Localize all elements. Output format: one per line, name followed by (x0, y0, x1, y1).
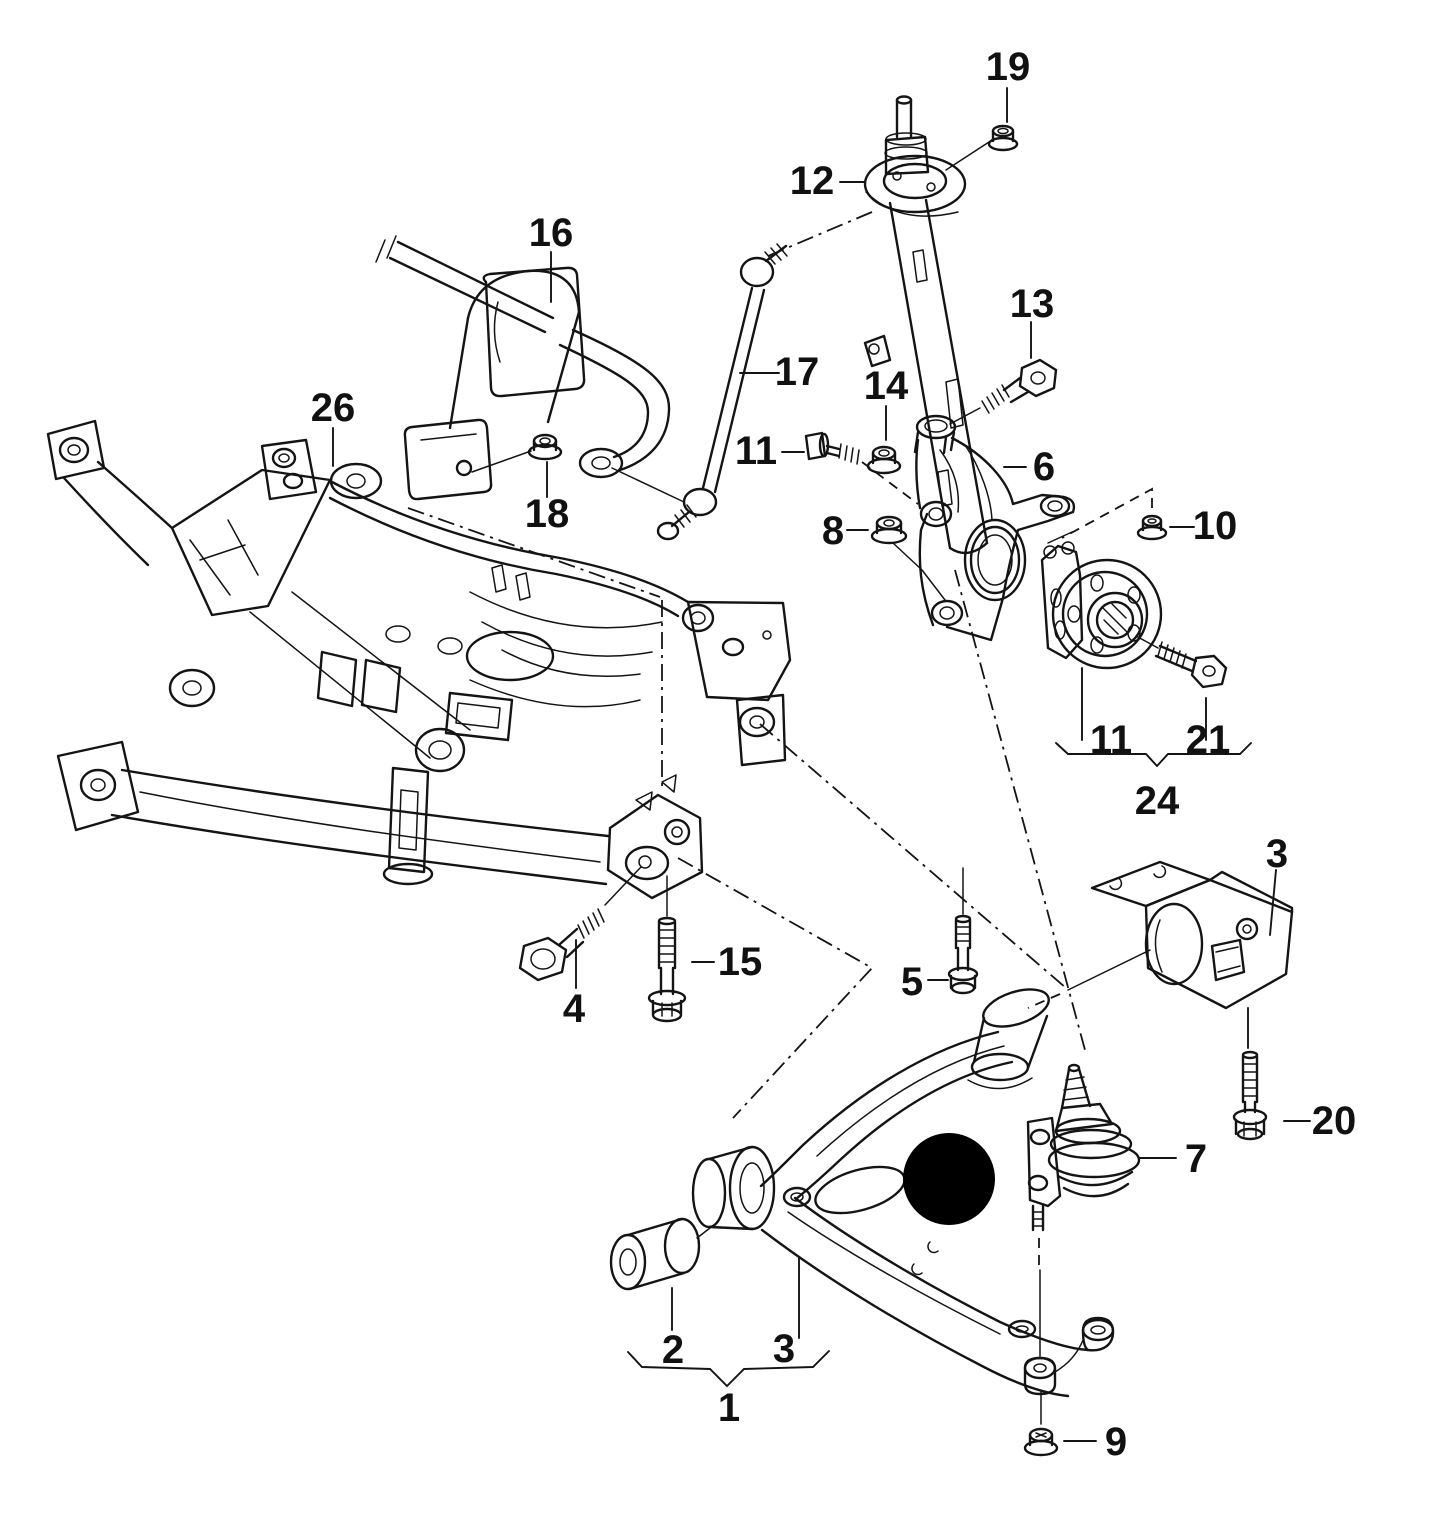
subframe-bolt-15 (647, 875, 687, 1023)
callout-c26: 26 (311, 386, 356, 430)
bushing-bracket-3 (1027, 860, 1294, 1010)
bracket-bolt-5 (947, 867, 979, 995)
bracket-bolt-20 (1232, 1050, 1268, 1141)
nut-8 (870, 515, 946, 601)
callout-c2: 2 (662, 1328, 684, 1372)
control-arm-illustration (691, 988, 1115, 1398)
callout-c8: 8 (822, 509, 844, 553)
callout-c16: 16 (529, 211, 574, 255)
stabilizer-bar-illustration (375, 235, 671, 501)
callout-c1: 1 (718, 1386, 740, 1430)
callout-c13: 13 (1010, 282, 1055, 326)
arm-bushing-2 (609, 1217, 711, 1291)
arm-nut-9 (1023, 1427, 1059, 1457)
callout-c20: 20 (1312, 1099, 1357, 1143)
ball-joint-7 (1026, 1063, 1141, 1425)
steering-knuckle-illustration (913, 414, 1076, 642)
subframe-illustration (46, 419, 792, 900)
callout-c11b: 11 (1090, 718, 1132, 762)
leader-lines (332, 87, 1311, 1442)
phantom-lines (407, 211, 1086, 1119)
callout-c17: 17 (775, 350, 820, 394)
callout-c7: 7 (1185, 1137, 1207, 1181)
callout-c14: 14 (864, 364, 909, 408)
strut-illustration (863, 95, 989, 555)
strut-top-nut-19 (945, 124, 1019, 171)
callout-c10: 10 (1193, 504, 1238, 548)
highlight-dot (903, 1133, 995, 1225)
callout-c18: 18 (525, 492, 570, 536)
wheel-hub-illustration (1040, 541, 1163, 670)
callout-c21: 21 (1186, 718, 1231, 762)
bolt-11 (804, 431, 919, 505)
pinch-bolt-13 (949, 358, 1058, 425)
callout-c24: 24 (1135, 779, 1180, 823)
callout-c12: 12 (790, 159, 835, 203)
nut-10 (1047, 487, 1168, 544)
subframe-bolt-4 (518, 866, 642, 982)
stabilizer-link-illustration (611, 243, 788, 541)
callout-c6: 6 (1033, 445, 1055, 489)
callout-c11a: 11 (735, 429, 777, 473)
group-brackets (627, 742, 1252, 1388)
nut-14 (866, 445, 902, 475)
callout-c19: 19 (986, 45, 1031, 89)
callout-c9: 9 (1105, 1420, 1127, 1464)
callout-c4: 4 (563, 987, 586, 1031)
callout-c3b: 3 (773, 1327, 795, 1371)
callout-c5: 5 (901, 960, 923, 1004)
callout-c15: 15 (718, 940, 763, 984)
hub-bolt-21 (1154, 641, 1228, 689)
callout-c3a: 3 (1266, 832, 1288, 876)
clamp-nut-18 (471, 433, 563, 473)
